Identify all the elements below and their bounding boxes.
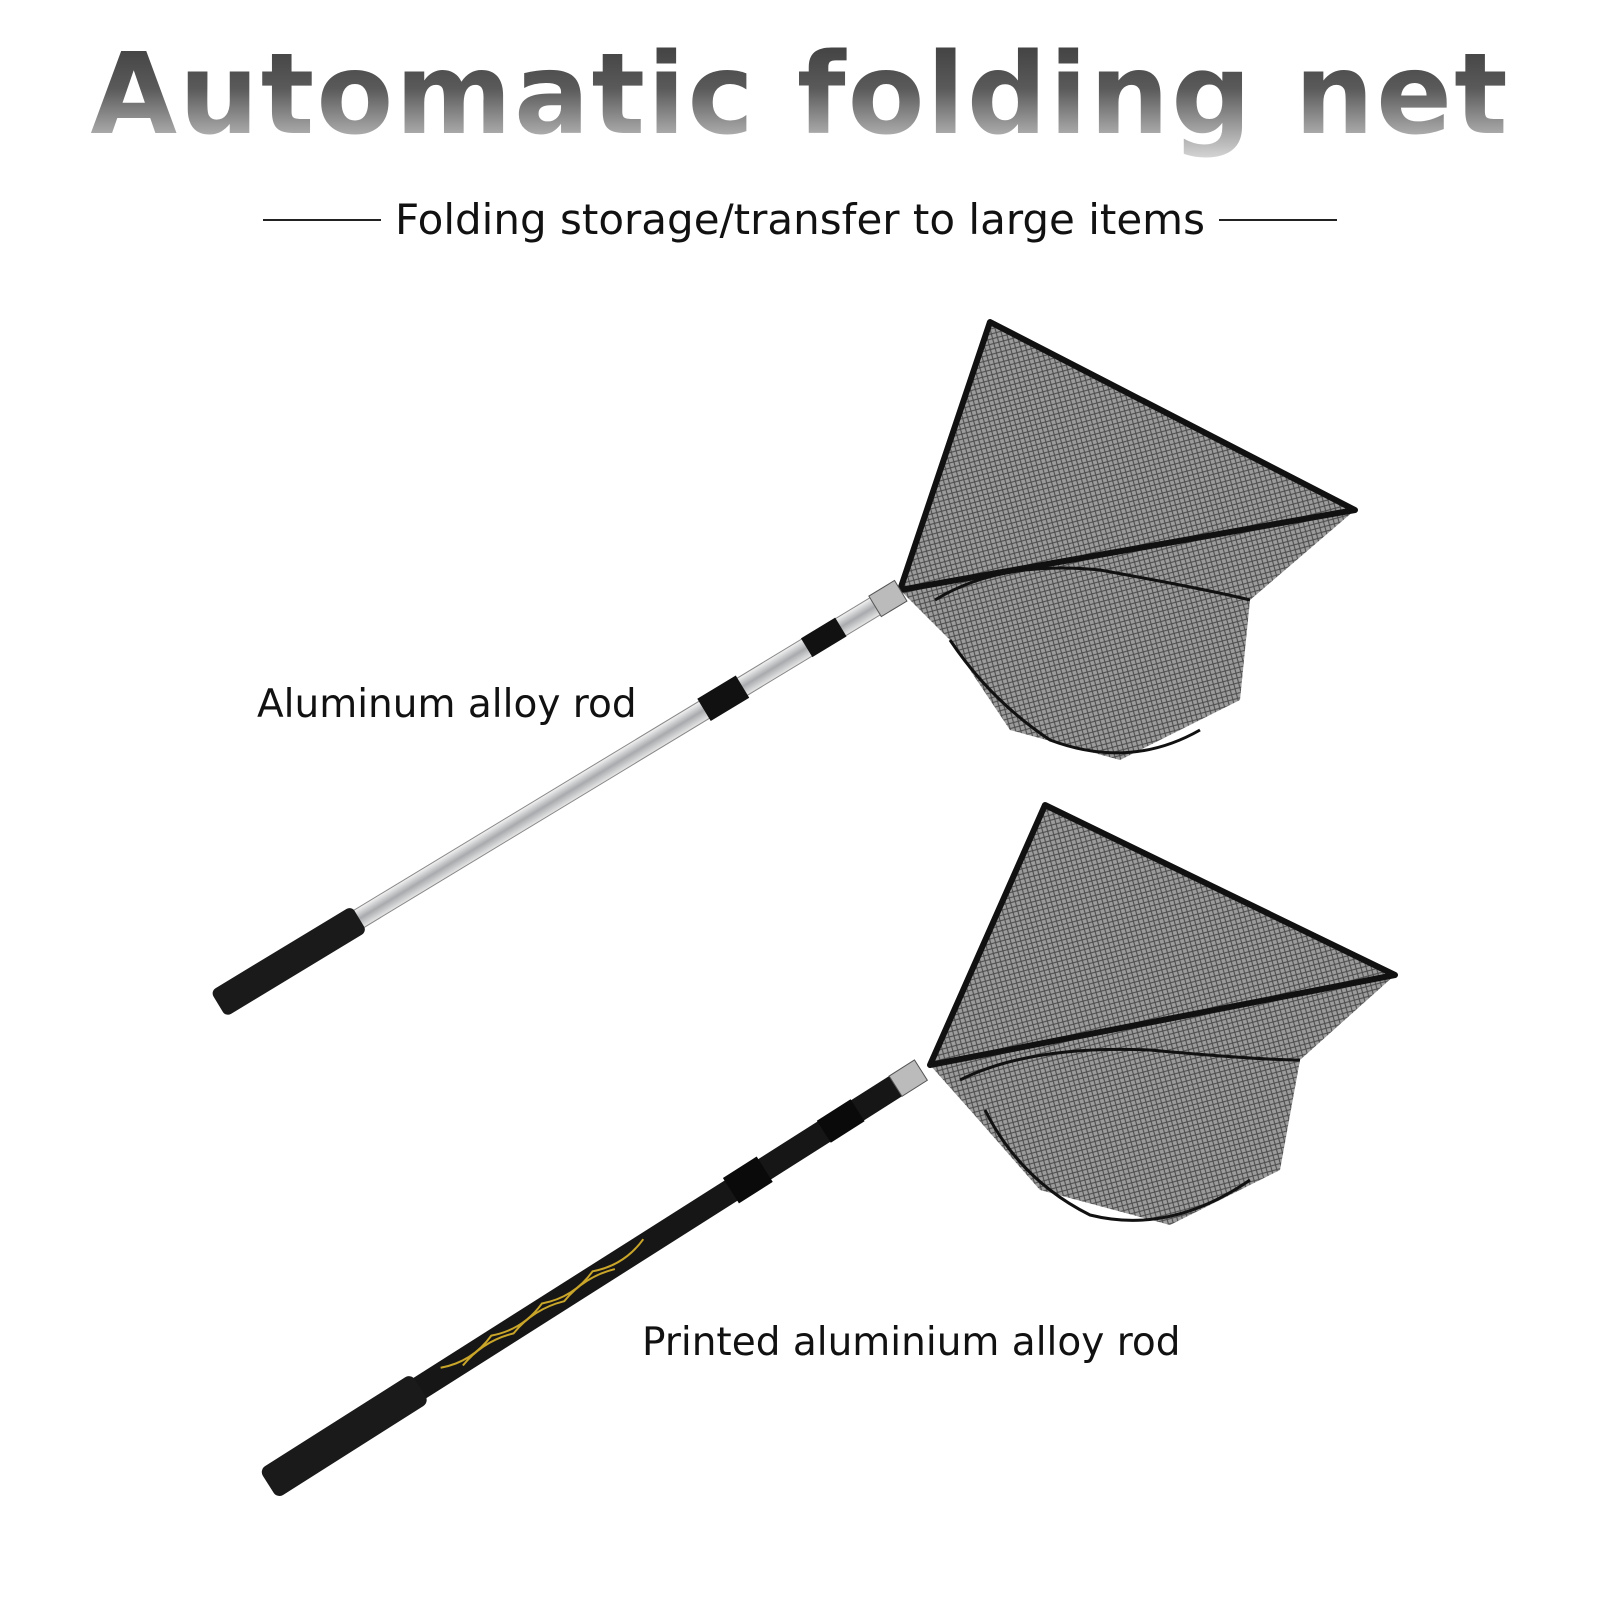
product-label-printed: Printed aluminium alloy rod <box>642 1320 1181 1365</box>
rod-grip <box>261 1376 427 1496</box>
subtitle-row: Folding storage/transfer to large items <box>0 195 1600 244</box>
net-bag <box>900 322 1355 760</box>
net-aluminum <box>212 319 1358 1015</box>
divider-right <box>1218 218 1337 221</box>
subtitle: Folding storage/transfer to large items <box>395 195 1205 244</box>
net-frame <box>897 319 1358 593</box>
rod-grip <box>212 908 365 1015</box>
divider-left <box>263 218 381 221</box>
net-frame <box>927 802 1398 1068</box>
product-label-aluminum: Aluminum alloy rod <box>257 682 637 727</box>
net-printed <box>261 802 1398 1496</box>
net-bag <box>930 805 1395 1225</box>
page-title: Automatic folding net <box>0 30 1600 160</box>
